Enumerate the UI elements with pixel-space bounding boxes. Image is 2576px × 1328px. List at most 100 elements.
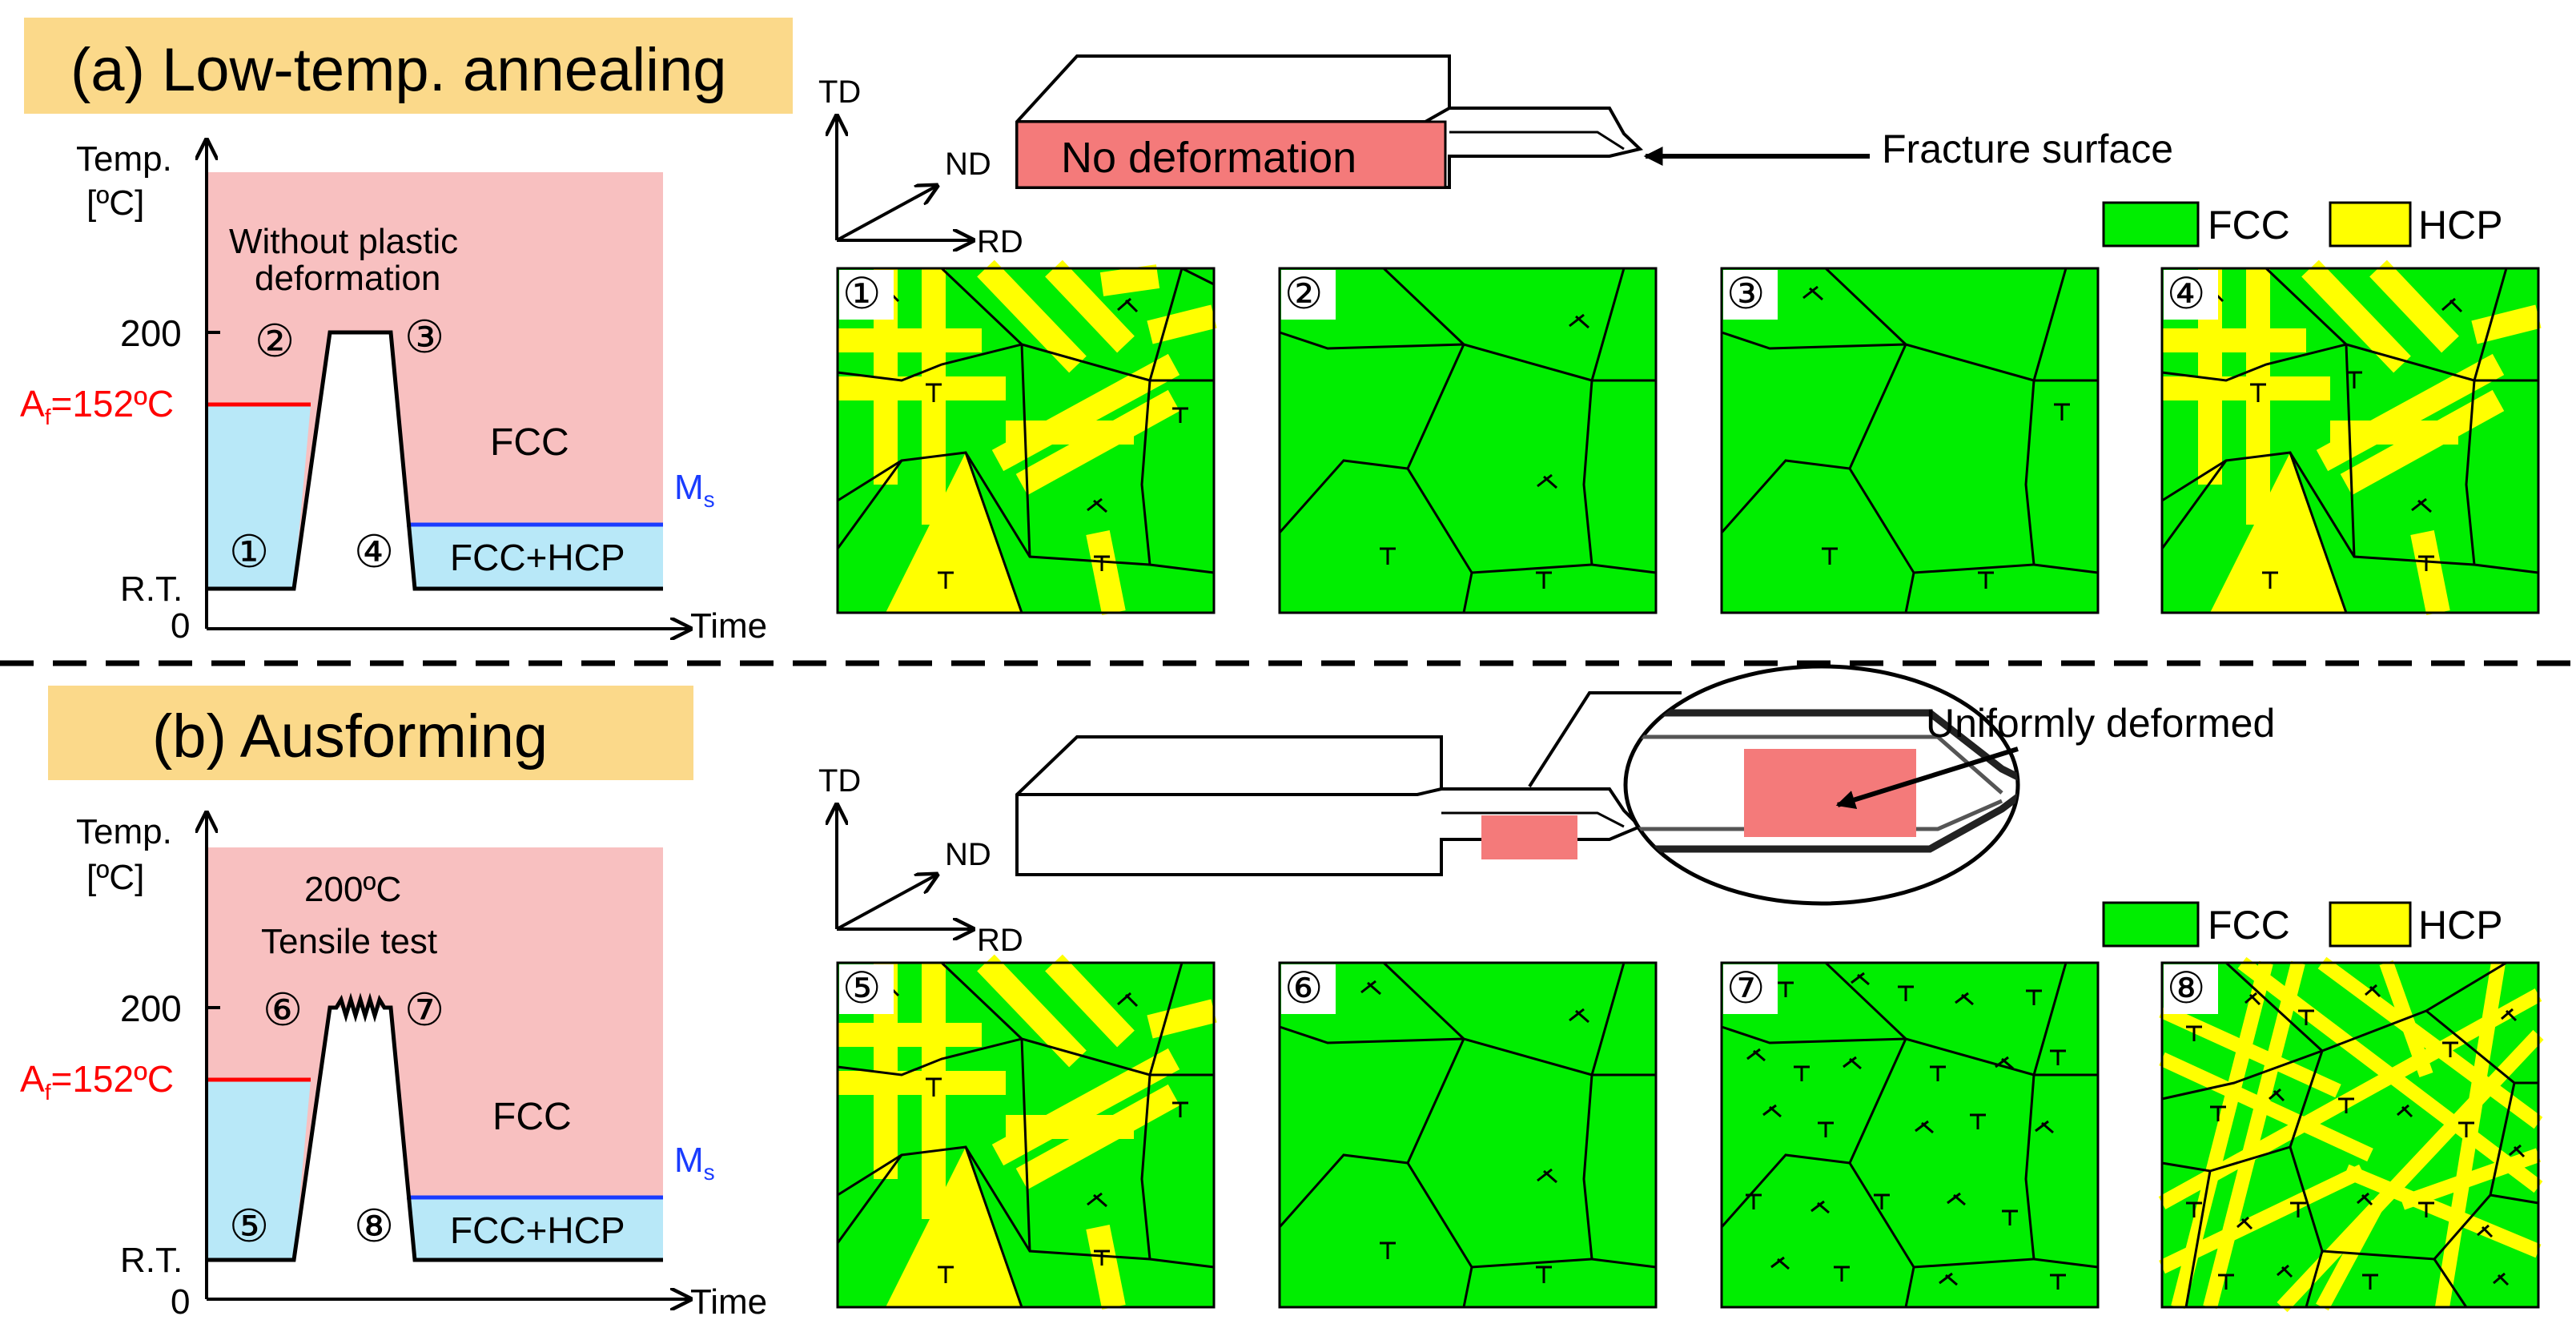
legend-fcc-swatch	[2102, 901, 2200, 948]
dislocations	[2186, 984, 2526, 1290]
fcc-hcp-label: FCC+HCP	[450, 537, 625, 578]
micro-label-2: ②	[1284, 270, 1323, 318]
note-line-2: Tensile test	[261, 922, 437, 961]
micro-label-1: ①	[842, 270, 881, 318]
fcc-hcp-label: FCC+HCP	[450, 1209, 625, 1251]
note-line-1: Without plastic	[229, 222, 458, 261]
deformed-region-zoom	[1744, 749, 1916, 837]
micro-panel-4: ④	[2160, 260, 2542, 615]
legend-hcp-swatch	[2329, 901, 2412, 948]
y-title-unit: [ºC]	[86, 183, 144, 223]
uniformly-deformed-label: Uniformly deformed	[1926, 701, 2275, 746]
legend-hcp-label: HCP	[2418, 203, 2503, 247]
nd-axis	[836, 875, 937, 931]
origin-label: 0	[171, 606, 190, 646]
nd-axis	[836, 186, 937, 242]
stage-1-marker: ①	[229, 526, 269, 577]
dislocations	[1380, 313, 1589, 589]
rt-label: R.T.	[120, 1241, 183, 1280]
af-label: Af=152ºC	[20, 1058, 174, 1105]
temperature-curve	[207, 992, 663, 1262]
heating-gap	[294, 332, 415, 589]
micro-label-7: ⑦	[1726, 964, 1765, 1012]
panel-b-specimen: Uniformly deformed	[1015, 664, 2275, 906]
nd-label: ND	[945, 147, 991, 182]
deformed-region	[1481, 815, 1577, 859]
micro-label-5: ⑤	[842, 964, 881, 1012]
zoom-leader	[1528, 691, 1682, 788]
af-label: Af=152ºC	[20, 383, 174, 429]
micro-panel-5: ⑤	[836, 954, 1217, 1310]
rd-label: RD	[977, 923, 1023, 958]
micro-panel-2: ②	[1278, 267, 1658, 614]
stage-6-marker: ⑥	[263, 984, 303, 1035]
dislocations	[1746, 972, 2066, 1290]
panel-b-coordinate-axes: TD ND RD	[818, 763, 1023, 958]
micro-label-8: ⑧	[2167, 964, 2205, 1012]
panel-b-legend: FCC HCP	[2102, 901, 2503, 948]
x-title-time: Time	[690, 606, 767, 646]
micro-label-6: ⑥	[1284, 964, 1323, 1012]
fcc-hcp-region	[407, 1197, 663, 1260]
cooling-region-left	[207, 404, 311, 589]
stage-2-marker: ②	[255, 316, 295, 366]
note-line-2: deformation	[255, 259, 440, 298]
td-label: TD	[818, 74, 861, 110]
micro-panel-7: ⑦	[1720, 961, 2100, 1309]
legend-fcc-label: FCC	[2208, 903, 2290, 948]
panel-a: (a) Low-temp. annealing Temp. [ºC] 200 A…	[20, 18, 2542, 646]
micro-label-3: ③	[1726, 270, 1765, 318]
stage-8-marker: ⑧	[354, 1201, 394, 1251]
panel-a-microstructures: ① ②	[836, 260, 2542, 615]
no-deformation-region	[1015, 120, 1447, 189]
y-title-temp: Temp.	[76, 812, 172, 851]
zoom-lens	[1623, 664, 2020, 906]
cooling-region-left	[207, 1080, 311, 1260]
tick-label-200: 200	[120, 312, 182, 354]
panel-b-title-banner	[48, 686, 693, 780]
temperature-curve	[207, 330, 663, 591]
fracture-surface-label: Fracture surface	[1882, 127, 2173, 171]
note-line-1: 200ºC	[304, 870, 401, 909]
micro-panel-1: ①	[836, 260, 1217, 615]
fcc-hcp-region	[407, 525, 663, 589]
tick-label-200: 200	[120, 988, 182, 1029]
ms-label: Ms	[674, 1141, 715, 1185]
panel-b-title: (b) Ausforming	[152, 702, 548, 771]
ms-label: Ms	[674, 468, 715, 512]
stage-4-marker: ④	[354, 526, 394, 577]
micro-label-4: ④	[2167, 270, 2205, 318]
specimen-top-edge	[1017, 787, 1442, 796]
fcc-label: FCC	[492, 1096, 572, 1138]
panel-a-legend: FCC HCP	[2102, 201, 2503, 247]
micro-panel-6: ⑥	[1278, 961, 1658, 1309]
dislocations	[1802, 285, 2070, 589]
y-title-unit: [ºC]	[86, 858, 144, 897]
legend-hcp-label: HCP	[2418, 903, 2503, 948]
stage-7-marker: ⑦	[404, 984, 444, 1035]
panel-a-heat-treatment-plot: Temp. [ºC] 200 Af=152ºC R.T. 0 Time With…	[20, 139, 767, 646]
dislocations	[878, 287, 1188, 589]
stage-3-marker: ③	[404, 312, 444, 362]
heating-gap	[294, 1008, 415, 1260]
y-title-temp: Temp.	[76, 139, 172, 179]
panel-b-microstructures: ⑤ ⑥	[836, 954, 2544, 1313]
rt-label: R.T.	[120, 569, 183, 609]
td-label: TD	[818, 763, 861, 799]
micro-panel-3: ③	[1720, 267, 2100, 614]
no-deformation-label: No deformation	[1061, 134, 1356, 182]
stage-5-marker: ⑤	[229, 1201, 269, 1251]
origin-label: 0	[171, 1282, 190, 1322]
specimen-gauge-edge	[1449, 131, 1625, 151]
nd-label: ND	[945, 837, 991, 872]
deform-arrow	[1835, 746, 2019, 810]
legend-fcc-swatch	[2102, 201, 2200, 247]
panel-b: (b) Ausforming Temp. [ºC] 200 Af=152ºC R…	[20, 664, 2544, 1322]
panel-a-title: (a) Low-temp. annealing	[70, 36, 727, 104]
specimen-gauge-edge	[1441, 811, 1625, 828]
micro-panel-8: ⑧	[2158, 956, 2544, 1313]
rd-label: RD	[977, 224, 1023, 260]
legend-fcc-label: FCC	[2208, 203, 2290, 247]
legend-hcp-swatch	[2329, 201, 2412, 247]
